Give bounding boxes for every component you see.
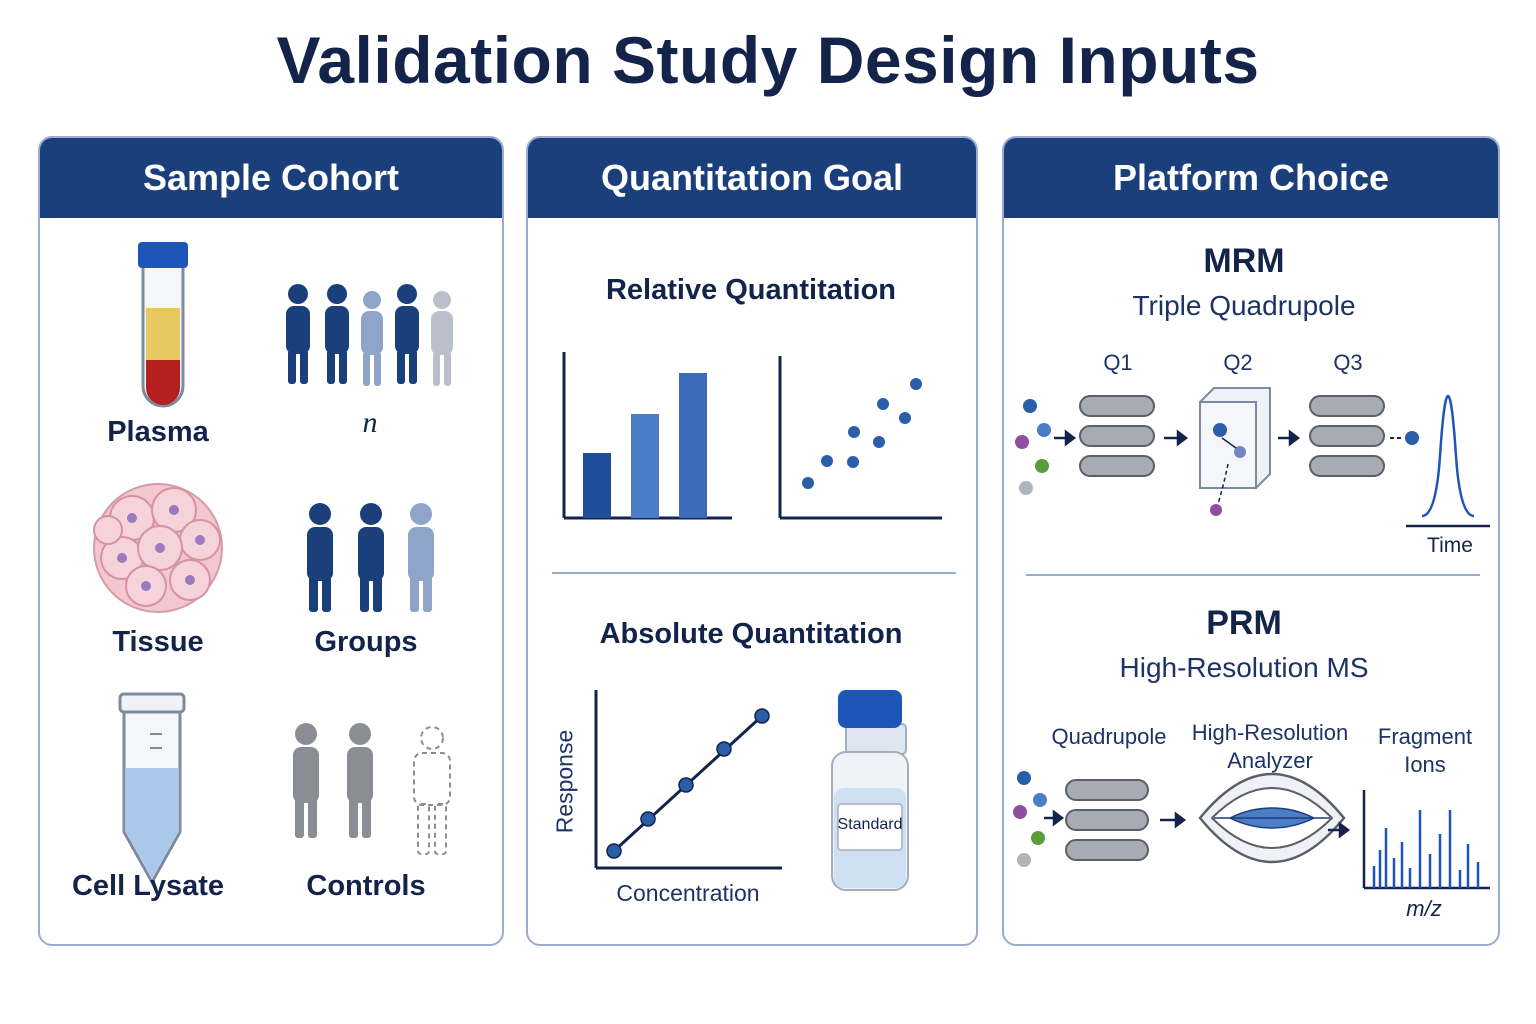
standard-label: Standard bbox=[837, 816, 903, 833]
relative-bar-chart bbox=[562, 352, 732, 520]
absolute-quantitation-label: Absolute Quantitation bbox=[599, 618, 903, 650]
concentration-axis-label: Concentration bbox=[616, 880, 760, 906]
tissue-label: Tissue bbox=[112, 626, 204, 658]
platform-choice-panel: Platform Choice MRM Triple Quadrupole Q1… bbox=[1002, 136, 1500, 946]
q1-quadrupole-icon bbox=[1079, 395, 1155, 477]
people-n-icon bbox=[286, 284, 453, 386]
fragment-label-line2: Ions bbox=[1404, 752, 1446, 777]
q2-label: Q2 bbox=[1223, 350, 1253, 375]
mrm-ions bbox=[1015, 399, 1051, 495]
quantitation-divider bbox=[552, 572, 956, 574]
bar-3 bbox=[679, 373, 707, 518]
mrm-chromatogram-peak bbox=[1406, 394, 1490, 528]
groups-icon bbox=[307, 503, 434, 612]
prm-quadrupole-icon bbox=[1065, 779, 1149, 861]
mz-label: m/z bbox=[1406, 896, 1442, 921]
mrm-title: MRM bbox=[1203, 242, 1285, 280]
sample-cohort-panel: Sample Cohort bbox=[38, 136, 504, 946]
relative-quantitation-label: Relative Quantitation bbox=[605, 274, 897, 306]
q1-label: Q1 bbox=[1103, 350, 1133, 375]
q3-label: Q3 bbox=[1333, 350, 1363, 375]
q3-quadrupole-icon bbox=[1309, 395, 1385, 477]
prm-subtitle: High-Resolution MS bbox=[1119, 652, 1369, 683]
calibration-curve-chart bbox=[594, 690, 782, 870]
analyzer-label-line2: Analyzer bbox=[1227, 748, 1313, 773]
platform-choice-header: Platform Choice bbox=[1004, 138, 1498, 218]
time-label: Time bbox=[1427, 534, 1473, 557]
fragment-ion-spectrum bbox=[1362, 790, 1490, 890]
mrm-output-ion bbox=[1405, 431, 1419, 445]
mrm-arrow-3 bbox=[1278, 429, 1301, 447]
bar-2 bbox=[631, 414, 659, 518]
cell-lysate-label: Cell Lysate bbox=[71, 870, 225, 902]
quantitation-illustrations bbox=[562, 352, 942, 891]
prm-arrow-2 bbox=[1160, 811, 1187, 829]
page-title: Validation Study Design Inputs bbox=[276, 23, 1260, 97]
controls-label: Controls bbox=[306, 870, 426, 902]
bar-1 bbox=[583, 453, 611, 518]
sample-cohort-illustrations bbox=[93, 242, 453, 886]
analyzer-label-line1: High-Resolution bbox=[1191, 720, 1349, 745]
quadrupole-label: Quadrupole bbox=[1051, 724, 1167, 749]
groups-label: Groups bbox=[314, 626, 418, 658]
q2-collision-cell-icon bbox=[1198, 387, 1271, 516]
platform-divider bbox=[1026, 574, 1480, 576]
prm-arrow-1 bbox=[1044, 809, 1065, 827]
high-resolution-analyzer-icon bbox=[1198, 772, 1346, 864]
platform-illustrations bbox=[1013, 387, 1490, 890]
cell-lysate-tube-icon bbox=[118, 692, 186, 886]
plasma-label: Plasma bbox=[107, 416, 209, 448]
prm-title: PRM bbox=[1206, 604, 1282, 642]
relative-scatter-chart bbox=[778, 356, 942, 520]
quantitation-goal-panel: Quantitation Goal Relative Quantitation bbox=[526, 136, 978, 946]
sample-cohort-header: Sample Cohort bbox=[40, 138, 502, 218]
mrm-arrow-1 bbox=[1054, 429, 1077, 447]
quantitation-goal-header: Quantitation Goal bbox=[528, 138, 976, 218]
mrm-arrow-2 bbox=[1164, 429, 1189, 447]
response-axis-label: Response bbox=[551, 729, 578, 834]
tissue-cells-icon bbox=[93, 483, 223, 613]
prm-arrow-3 bbox=[1328, 821, 1351, 839]
plasma-tube-icon bbox=[138, 242, 188, 408]
fragment-label-line1: Fragment bbox=[1377, 724, 1473, 749]
standard-vial-icon bbox=[831, 690, 909, 891]
prm-ions bbox=[1013, 771, 1047, 867]
n-label: n bbox=[362, 406, 378, 439]
mrm-subtitle: Triple Quadrupole bbox=[1132, 290, 1356, 321]
controls-icon bbox=[293, 723, 451, 855]
